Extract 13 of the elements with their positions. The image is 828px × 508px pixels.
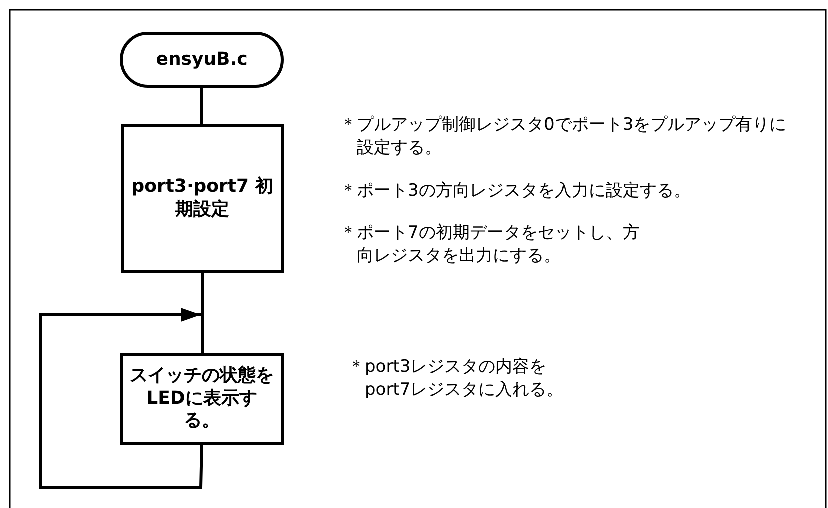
annotation-note: ＊プルアップ制御レジスタ0でポート3をプルアップ有りに設定する。 (340, 114, 788, 160)
process-box (121, 124, 284, 273)
terminal-shape (120, 32, 284, 88)
connector-line (200, 88, 204, 124)
node-label: port3·port7 初期設定 (130, 176, 274, 221)
annotation-note: ＊port3レジスタの内容をport7レジスタに入れる。 (348, 356, 565, 402)
node-label: スイッチの状態をLEDに表示する。 (129, 365, 275, 433)
process-box (120, 353, 284, 445)
node-label: ensyuB.c (155, 48, 249, 72)
annotation-note: ＊ポート7の初期データをセットし、方向レジスタを出力にする。 (340, 222, 640, 268)
annotation-note: ＊ポート3の方向レジスタを入力に設定する。 (340, 180, 692, 203)
arrow (40, 308, 204, 490)
connector-line (201, 273, 204, 353)
